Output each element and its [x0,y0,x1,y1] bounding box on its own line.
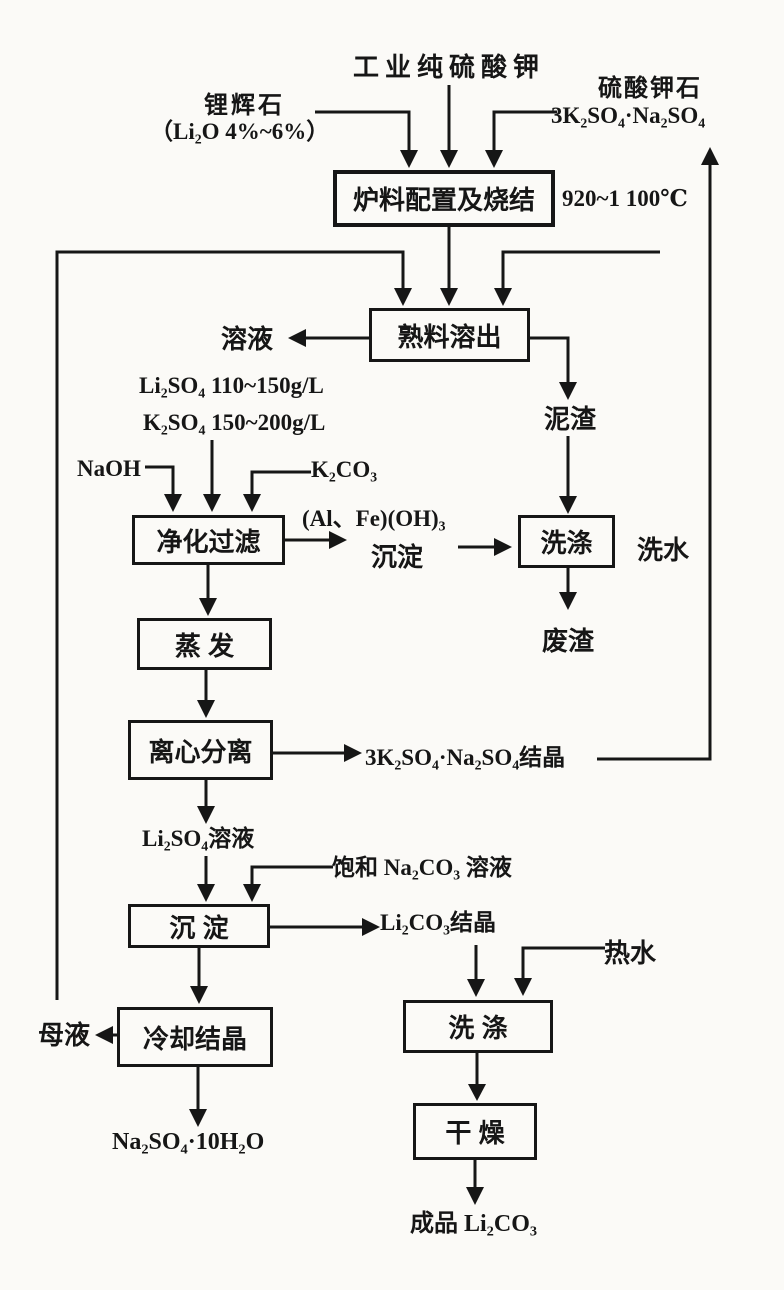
solution-out-arrow [288,329,369,347]
label-mother-liquor: 母液 [38,1020,91,1050]
label-wash-water: 洗水 [637,535,690,565]
label-li2so4-solution: Li₂SO₄溶液 [142,826,255,851]
process-box-cooling-crystallization: 冷却结晶 [117,1007,273,1067]
process-box-drying: 干 燥 [413,1103,537,1160]
label-industrial-k2so4: 工业纯硫酸钾 [353,52,546,82]
label-spodumene-grade: （Li₂O 4%~6%） [150,119,330,144]
label-waste-residue: 废渣 [542,626,595,656]
process-box-evaporation: 蒸 发 [137,618,272,670]
label-sinter-temperature: 920~1 100℃ [562,186,688,211]
label-alfe-hydroxide: (Al、Fe)(OH)₃ [302,506,446,531]
na2co3-feed-arrow [243,865,333,902]
process-box-precipitation: 沉 淀 [128,904,270,948]
label-li2co3-crystal: Li₂CO₃结晶 [380,910,497,935]
process-box-washing-2: 洗 涤 [403,1000,553,1053]
filter-to-wash-arrows [285,531,577,610]
purify-feed-arrows [145,440,311,512]
process-box-purify-filter: 净化过滤 [132,515,285,565]
glaserite-recycle-line [597,147,719,761]
main-column-arrows [197,565,362,902]
label-mud-residue: 泥渣 [544,404,597,434]
label-glaserite-name: 硫酸钾石 [598,75,702,102]
mud-residue-path [530,336,577,514]
label-precipitate: 沉淀 [371,542,424,572]
label-saturated-na2co3: 饱和 Na₂CO₃ 溶液 [332,855,512,880]
label-product-li2co3: 成品 Li₂CO₃ [410,1211,538,1237]
process-box-centrifuge: 离心分离 [128,720,273,780]
process-box-clinker-leaching: 熟料溶出 [369,308,530,362]
label-glaserite-crystal: 3K₂SO₄·Na₂SO₄结晶 [365,745,566,770]
feed-arrows-top [315,85,557,168]
label-naoh: NaOH [77,456,141,481]
sinter-to-leach-arrows [55,227,660,1000]
bottom-output-arrows [189,1067,484,1205]
label-conc-k2so4: K₂SO₄ 150~200g/L [143,410,326,435]
label-hot-water: 热水 [604,938,657,968]
label-k2co3: K₂CO₃ [311,457,378,482]
mother-liquor-arrow [95,1026,117,1044]
li2co3-wash-arrows [467,945,605,1101]
label-glaserite-formula: 3K₂SO₄·Na₂SO₄ [551,103,706,128]
process-box-washing-1: 洗涤 [518,515,615,568]
label-solution-out: 溶液 [221,324,274,354]
precipitation-out-arrows [190,918,380,1004]
process-box-charge-sintering: 炉料配置及烧结 [333,170,555,227]
label-glauber-salt: Na₂SO₄·10H₂O [112,1129,265,1155]
label-conc-li2so4: Li₂SO₄ 110~150g/L [139,373,324,398]
label-spodumene: 锂辉石 [204,92,285,119]
